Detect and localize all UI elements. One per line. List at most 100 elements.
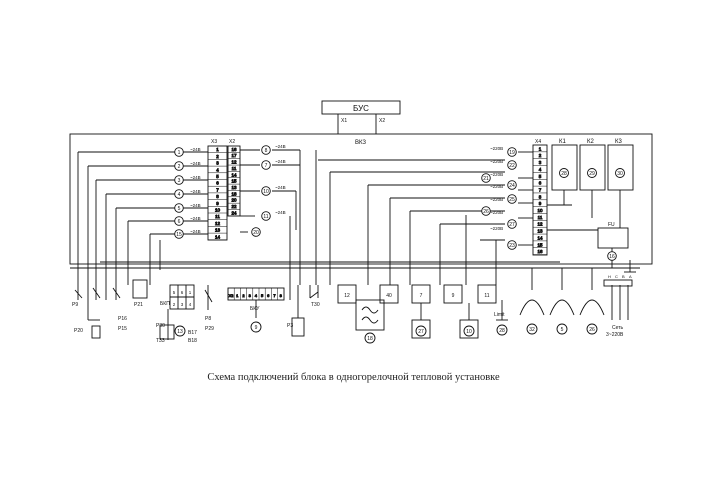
bottom-circle [463, 325, 475, 337]
right-circle-label: 24 [509, 183, 515, 189]
relay-k1-box [551, 144, 578, 191]
relay-k3-box [607, 144, 634, 191]
bottom-circle [415, 325, 427, 337]
voltage-label: ~24В [190, 147, 201, 152]
transformer [355, 299, 385, 331]
mid-circle [261, 145, 271, 155]
voltage-label: ~220В [490, 146, 503, 151]
x2-pin-label: 20 [231, 198, 237, 203]
bottom-circle-label: 13 [177, 329, 183, 335]
x4-pin-label: 11 [538, 215, 543, 220]
bottom-circle [556, 323, 568, 335]
mid-circle-label: 8 [265, 148, 268, 154]
bkp-pin-label: 5 [173, 290, 176, 295]
x4-pin-label: 9 [539, 201, 542, 206]
bkp-pin-label: 2 [173, 302, 176, 307]
x2-pin-label: 18 [231, 191, 237, 196]
left-circle-label: 5 [178, 206, 181, 212]
left-circle-label: 2 [178, 164, 181, 170]
label-b17: В17 [188, 330, 197, 336]
fuse-label: FU [608, 222, 615, 228]
right-circle [507, 219, 517, 229]
bku-label: БКУ [250, 306, 260, 312]
box-40 [379, 284, 399, 304]
bku-pin-label: 7 [273, 293, 276, 298]
relay-circle-label: 28 [561, 171, 567, 177]
bottom-circle-label: 32 [529, 327, 535, 333]
relay-circle [559, 168, 569, 178]
bku-pin-label: 5 [261, 293, 264, 298]
mid-circle [251, 227, 261, 237]
fuse-block [597, 227, 629, 249]
relay-circle [615, 168, 625, 178]
right-circle-label: 25 [509, 197, 515, 203]
fuse-circle-label: 16 [609, 254, 615, 260]
box-label: 7 [420, 293, 423, 299]
label-t30: Т30 [311, 302, 320, 308]
right-circle [507, 194, 517, 204]
x2-pin-label: 12 [231, 160, 237, 165]
bottom-circle-label: 5 [561, 327, 564, 333]
left-circle [174, 175, 184, 185]
right-circle-label: 19 [509, 150, 515, 156]
x2-pin-label: 15 [231, 179, 237, 184]
x3-pin-label: 5 [216, 174, 219, 179]
x4-pin-label: 10 [537, 208, 543, 213]
bkp-pin-label: 1 [189, 290, 192, 295]
left-circle [174, 189, 184, 199]
x4-pin-label: 7 [539, 187, 542, 192]
right-circle [481, 173, 491, 183]
left-wires [77, 151, 208, 320]
x2-pin-label: 22 [231, 204, 237, 209]
bkp-pin-label: 6 [181, 290, 184, 295]
x2-connector-label: X2 [229, 139, 235, 145]
mid-circle [261, 186, 271, 196]
left-circle [174, 216, 184, 226]
bkp-pin-label: 3 [181, 302, 184, 307]
right-circle-label: 27 [509, 222, 515, 228]
x4-pin-label: 14 [537, 235, 543, 240]
phase-a: А [629, 274, 632, 279]
label-p21: Р21 [134, 302, 143, 308]
label-p30: Р30 [156, 323, 165, 329]
bkp-label: БКП [160, 301, 170, 307]
mid-circle-label: 10 [263, 189, 269, 195]
x4-pin-label: 1 [539, 146, 542, 151]
right-circle-label: 23 [509, 243, 515, 249]
bku-pin-label: 2 [242, 293, 245, 298]
bottom-circle-label: 18 [367, 336, 373, 342]
right-circle [507, 240, 517, 250]
bottom-circle [250, 321, 262, 333]
right-wires [318, 151, 621, 285]
voltage-label: ~24В [190, 216, 201, 221]
relay-circle-label: 30 [617, 171, 623, 177]
x3-pin-label: 14 [215, 234, 221, 239]
mid-circle-label: 11 [263, 214, 268, 220]
label-p29: Р29 [205, 326, 214, 332]
main-block [69, 133, 653, 265]
voltage-label: ~24В [275, 210, 286, 215]
voltage-label: ~24В [190, 229, 201, 234]
mid-circle [261, 211, 271, 221]
bku-pin-label: 8 [280, 293, 283, 298]
bus-label: БУС [353, 104, 369, 113]
right-circle [507, 160, 517, 170]
box-label: 40 [386, 293, 392, 299]
x2-pin-label: 24 [231, 210, 237, 215]
x3-pin-label: 7 [216, 187, 219, 192]
x3-pin-label: 4 [216, 167, 219, 172]
x2-pin-label: 11 [232, 166, 237, 171]
label-p15: Р15 [118, 326, 127, 332]
mid-circle [261, 160, 271, 170]
right-circle [507, 147, 517, 157]
relay-circle [587, 168, 597, 178]
left-circle-label: 4 [178, 192, 181, 198]
label-p3: Р3 [287, 323, 293, 329]
left-circle [174, 147, 184, 157]
bottom-circle-label: 9 [255, 325, 258, 331]
voltage-label: ~220В [490, 210, 503, 215]
left-circle [174, 203, 184, 213]
box-label: 9 [452, 293, 455, 299]
voltage-label: ~24В [275, 159, 286, 164]
